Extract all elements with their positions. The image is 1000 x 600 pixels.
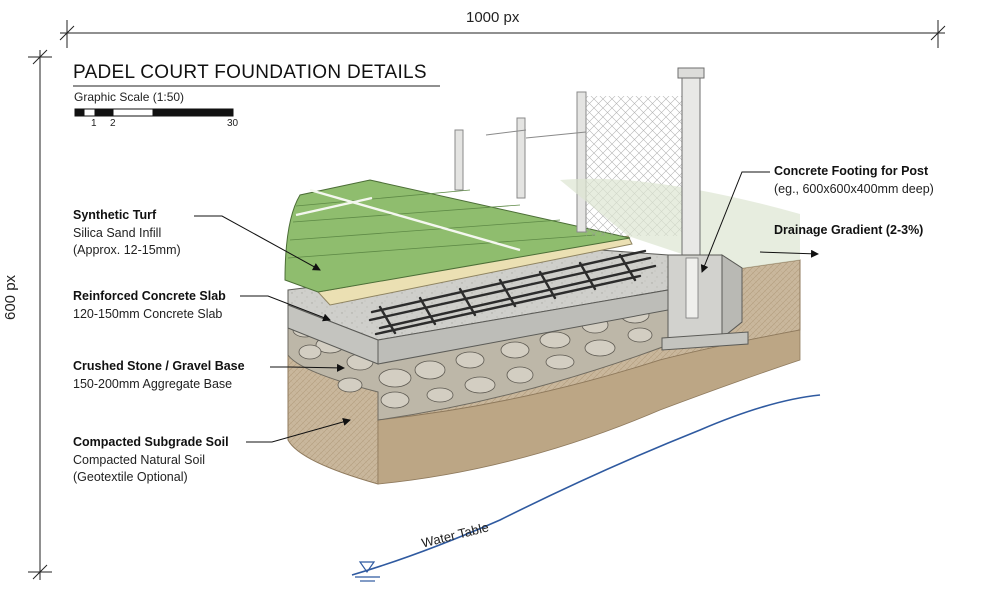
gravel-label-desc-1: 150-200mm Aggregate Base <box>73 377 233 391</box>
footing-side <box>721 254 743 340</box>
turf-label-desc-2: (Approx. 12-15mm) <box>73 243 181 257</box>
height-dimension-label: 600 px <box>2 274 19 320</box>
page-title: PADEL COURT FOUNDATION DETAILS <box>73 62 427 83</box>
concrete-slab-side <box>287 304 379 365</box>
soil-front-face <box>377 329 801 485</box>
turf-seams <box>287 189 596 259</box>
main-post <box>681 75 701 259</box>
court-lines <box>295 188 521 252</box>
soil-label-desc-1: Compacted Natural Soil <box>73 453 206 467</box>
water-table-line <box>351 394 821 576</box>
ground-behind <box>560 178 800 270</box>
leader-lines <box>194 171 819 443</box>
footing-base <box>661 331 749 351</box>
rebar-mesh <box>368 249 657 336</box>
scale-tick-30: 30 <box>227 118 239 129</box>
scale-label: Graphic Scale (1:50) <box>74 90 185 104</box>
post-cap <box>677 67 705 79</box>
soil-label-title: Compacted Subgrade Soil <box>73 435 229 449</box>
slab-label-desc-1: 120-150mm Concrete Slab <box>73 307 223 321</box>
width-dimension-label: 1000 px <box>466 9 520 26</box>
scale-tick-1: 1 <box>91 118 97 129</box>
slab-label-title: Reinforced Concrete Slab <box>73 289 226 303</box>
soil-label-desc-2: (Geotextile Optional) <box>73 470 188 484</box>
turf-label-title: Synthetic Turf <box>73 208 157 222</box>
height-dimension <box>28 49 52 580</box>
post-embed <box>685 257 699 319</box>
footing-label-desc: (eg., 600x600x400mm deep) <box>774 182 934 196</box>
footing-label-title: Concrete Footing for Post <box>774 164 929 178</box>
width-dimension <box>59 20 946 48</box>
gravel-label-title: Crushed Stone / Gravel Base <box>73 359 245 373</box>
drainage-label: Drainage Gradient (2-3%) <box>774 223 924 237</box>
turf-label-desc-1: Silica Sand Infill <box>73 226 162 240</box>
scale-bar <box>74 108 234 117</box>
water-table-symbol <box>355 561 380 582</box>
fence-posts <box>454 91 587 233</box>
scale-tick-2: 2 <box>110 118 116 129</box>
